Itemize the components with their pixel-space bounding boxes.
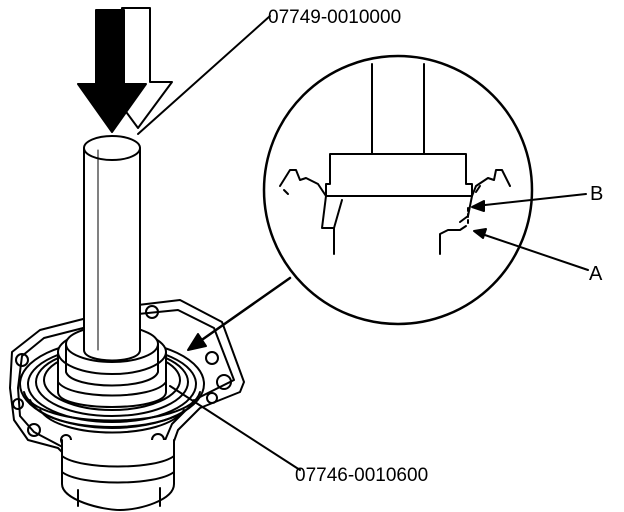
leader-bottom-tool	[169, 385, 301, 471]
arrowhead-b	[471, 200, 485, 212]
driver-handle-07749-0010000	[83, 135, 141, 362]
tool-label-07746: 07746-0010600	[295, 465, 429, 486]
down-arrow-icon	[77, 7, 173, 133]
housing-body	[61, 439, 175, 511]
detail-circle	[262, 54, 534, 326]
callout-label-a: A	[589, 263, 603, 285]
leader-a	[475, 231, 589, 271]
tool-label-07749: 07749-0010000	[268, 7, 402, 28]
detail-pointer-arrow	[187, 276, 292, 351]
arrowhead-a	[473, 228, 487, 239]
leader-top-tool	[137, 15, 271, 135]
leader-lines	[137, 15, 589, 471]
leader-b	[475, 193, 587, 207]
callout-label-b: B	[590, 183, 604, 205]
